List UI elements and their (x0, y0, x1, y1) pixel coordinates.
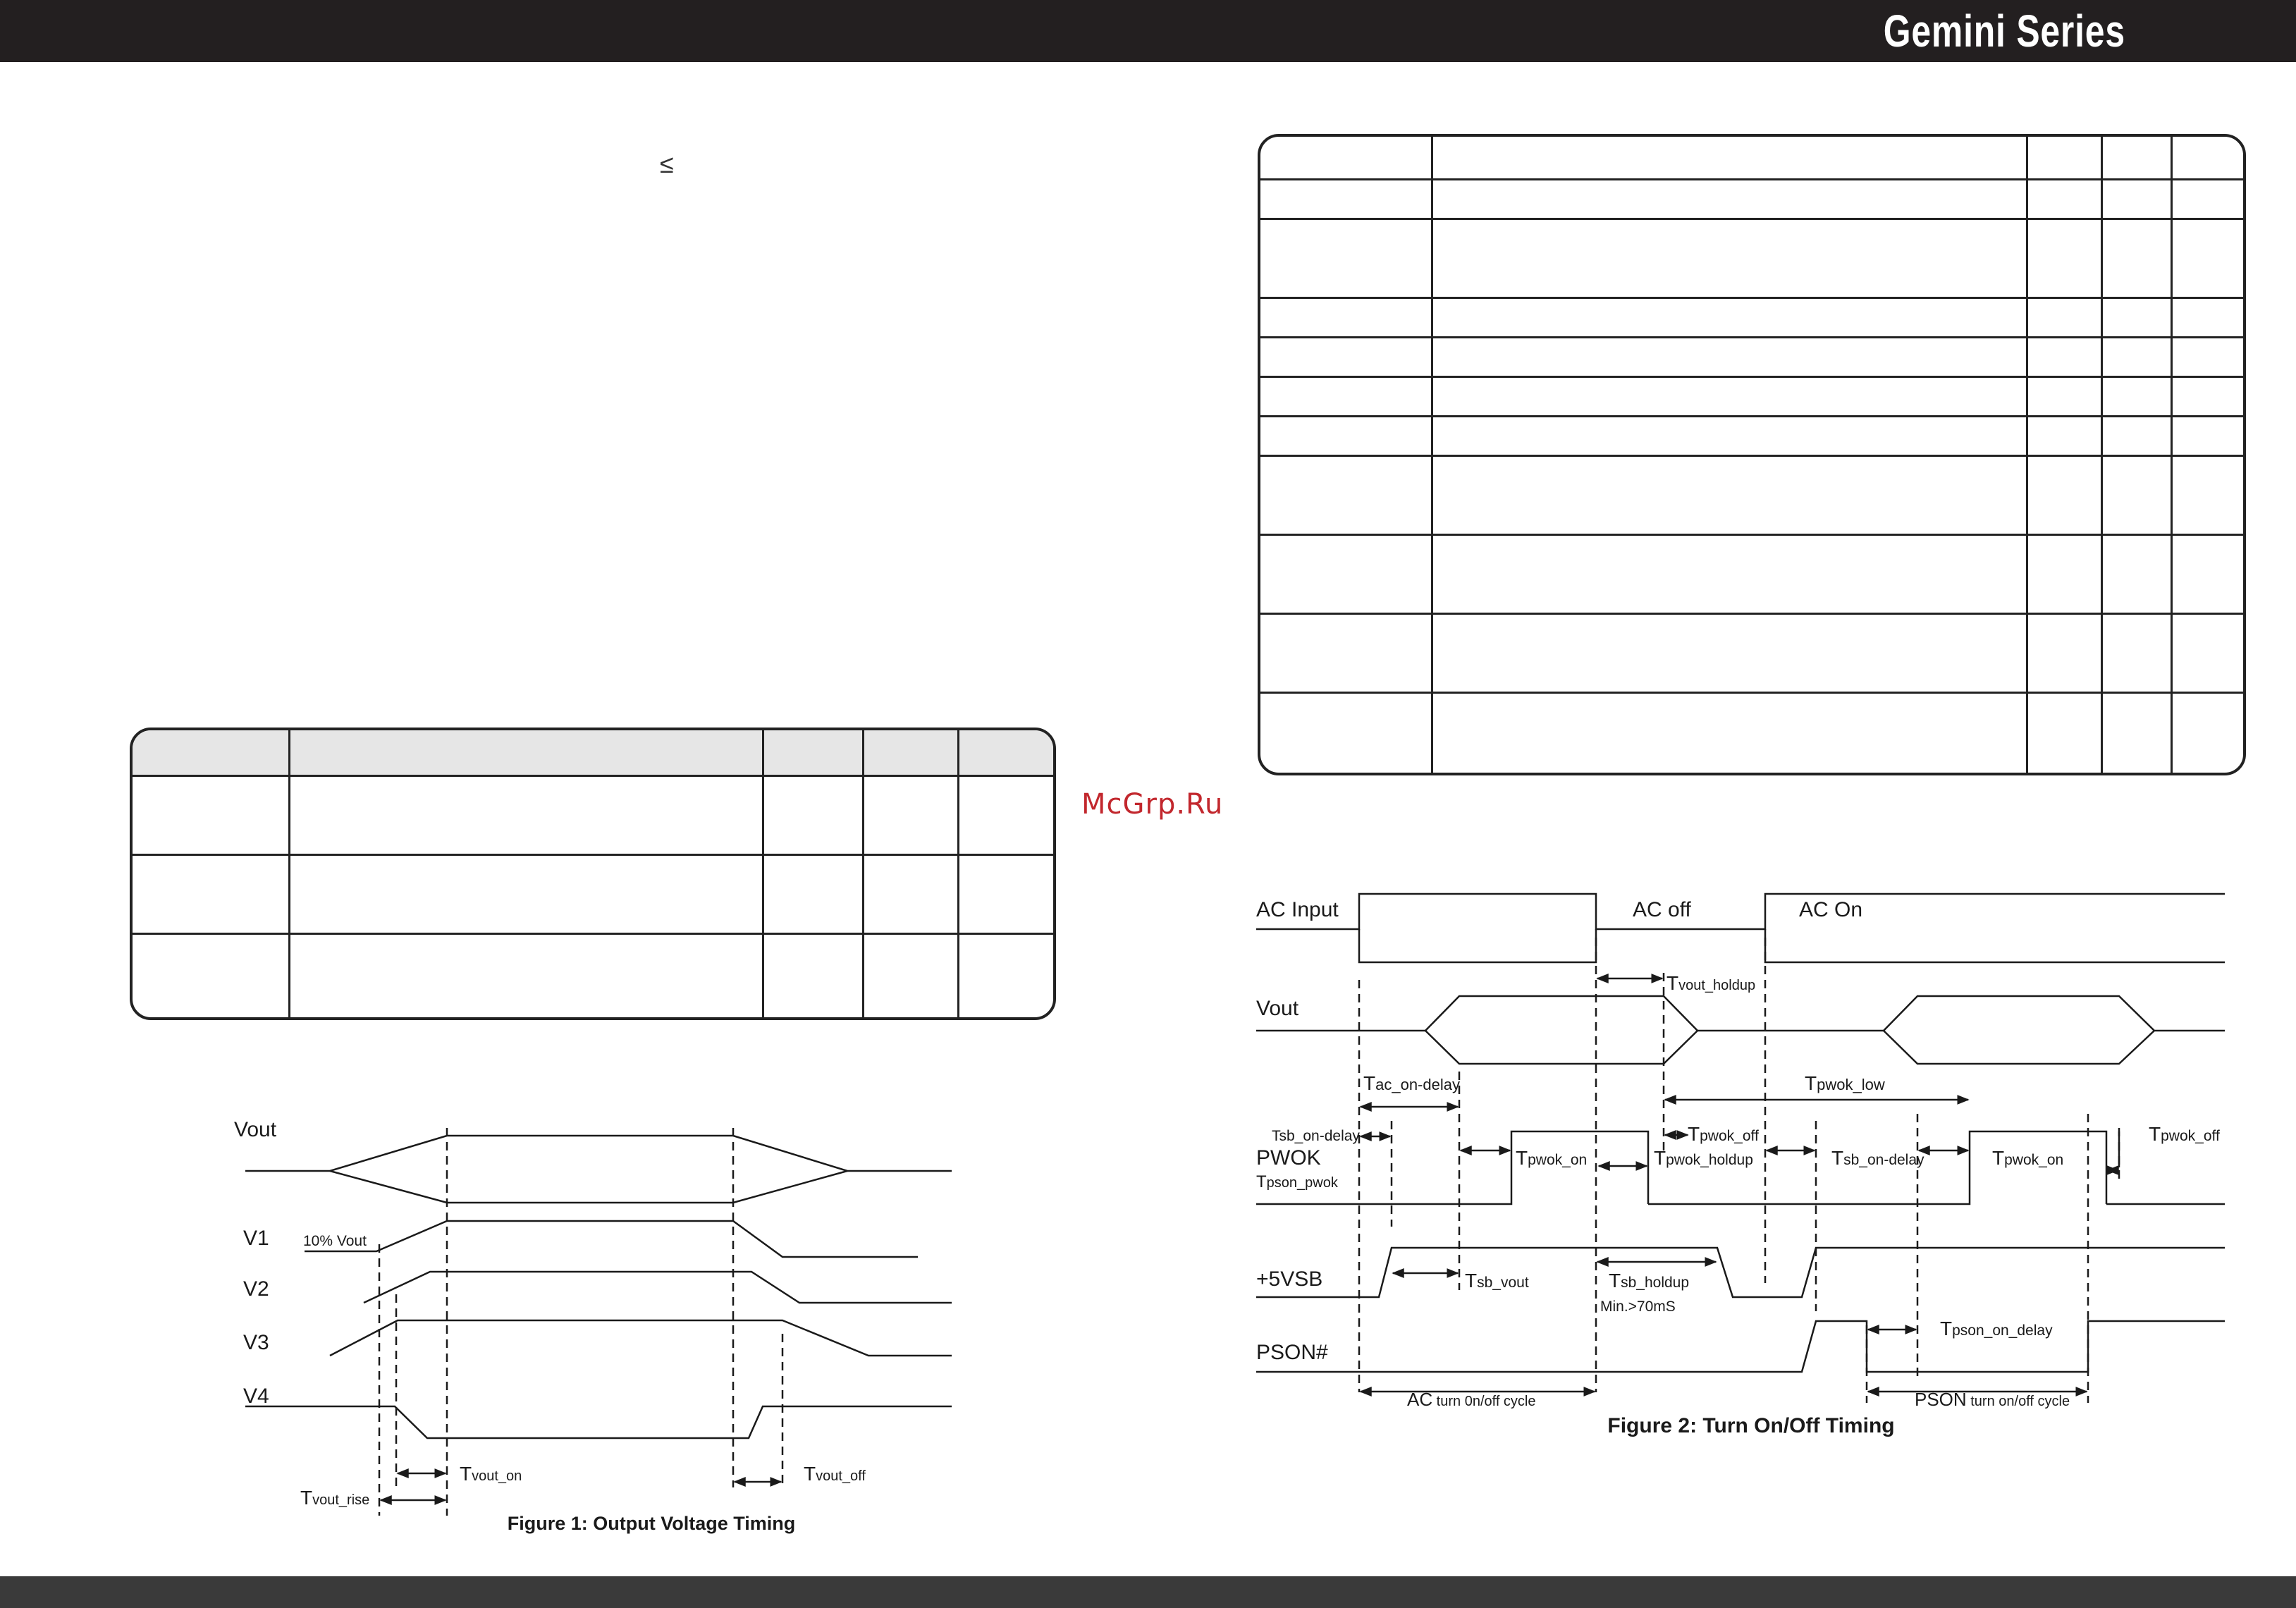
fig2-label-tac-on-delay: Tac_on-delay (1363, 1072, 1460, 1094)
fig2-label-pson-cycle: PSON turn on/off cycle (1915, 1389, 2070, 1410)
fig1-label-v2: V2 (243, 1277, 269, 1301)
header-bar: Gemini Series (0, 0, 2296, 62)
fig1-v4 (245, 1405, 952, 1440)
fig1-label-v3: V3 (243, 1331, 269, 1354)
fig1-guides (378, 1128, 784, 1516)
less-equal-symbol: ≤ (660, 149, 674, 178)
fig2-label-tpwok-on: Tpwok_on (1516, 1147, 1587, 1169)
fig1-label-10pct: 10% Vout (303, 1233, 367, 1249)
fig2-label-tsb-holdup: Tsb_holdup (1609, 1270, 1689, 1291)
table-row (133, 853, 1053, 935)
fig2-label-pwok: PWOK (1256, 1146, 1321, 1170)
fig2-ac-input-lower (1358, 929, 1597, 964)
fig2-label-pson: PSON# (1256, 1341, 1328, 1364)
fig1-label-v1: V1 (243, 1227, 269, 1250)
fig1-label-vout: Vout (234, 1118, 277, 1141)
fig2-label-tpson-on-delay: Tpson_on_delay (1940, 1318, 2053, 1339)
fig2-5vsb (1256, 1246, 2225, 1299)
fig1-v2 (363, 1270, 952, 1304)
table-row (1260, 691, 2243, 773)
table-row (133, 774, 1053, 856)
fig2-vout-upper (1256, 995, 2225, 1032)
fig2-vout-lower (1425, 1030, 1698, 1065)
fig2-label-ac-cycle: AC turn 0n/off cycle (1407, 1389, 1536, 1410)
fig2-label-tpwok-low: Tpwok_low (1805, 1072, 1885, 1094)
fig1-arrows (379, 1468, 782, 1505)
fig1-v1 (305, 1220, 918, 1258)
fig2-label-5vsb: +5VSB (1256, 1268, 1322, 1291)
fig2-vout-lower-2 (1883, 1030, 2155, 1065)
fig2-label-tpwok-holdup: Tpwok_holdup (1654, 1147, 1753, 1169)
table-row (1260, 336, 2243, 378)
table-header-row (133, 730, 1053, 777)
fig2-caption: Figure 2: Turn On/Off Timing (1607, 1414, 1894, 1437)
fig2-label-min-70ms: Min.>70mS (1600, 1299, 1676, 1315)
brand-title: Gemini Series (1883, 6, 2125, 56)
fig2-label-tsb-on-delay: Tsb_on-delay (1831, 1147, 1924, 1169)
fig2-ac-input-lower-2 (1764, 929, 2225, 964)
fig2-pson (1256, 1320, 2225, 1373)
timing-table-left (130, 728, 1056, 1020)
table-row (1260, 296, 2243, 338)
table-row (1260, 415, 2243, 457)
table-row (1260, 533, 2243, 615)
fig2-label-tpwok-off-2: Tpwok_off (2149, 1123, 2220, 1145)
fig2-label-tpwok-off: Tpwok_off (1688, 1123, 1759, 1145)
table-header-row (1260, 137, 2243, 180)
table-row (1260, 375, 2243, 417)
table-row (1260, 217, 2243, 299)
footer-bar (0, 1576, 2296, 1608)
fig2-label-ac-on: AC On (1799, 898, 1862, 921)
table-row (1260, 178, 2243, 220)
fig1-label-tvout-on: Tvout_on (460, 1463, 522, 1485)
table-row (1260, 612, 2243, 694)
fig2-pwok-2 (1648, 1130, 2108, 1205)
fig2-label-tvout-holdup: Tvout_holdup (1666, 972, 1755, 994)
fig1-v3 (329, 1319, 952, 1357)
fig1-label-tvout-off: Tvout_off (804, 1463, 866, 1485)
fig2-arrows (1359, 974, 2120, 1397)
fig2-guides (1358, 938, 2120, 1403)
fig2-label-tsb-vout: Tsb_vout (1465, 1270, 1529, 1291)
fig2-pwok-1 (1256, 1130, 1650, 1205)
fig1-caption: Figure 1: Output Voltage Timing (508, 1513, 796, 1534)
table-row (1260, 454, 2243, 536)
timing-table-right (1258, 134, 2246, 775)
watermark: McGrp.Ru (1081, 788, 1224, 821)
fig1-waveforms (245, 1134, 952, 1440)
fig2-label-tsb-on-delay-left: Tsb_on-delay (1272, 1128, 1360, 1144)
fig2-label-vout: Vout (1256, 997, 1299, 1020)
fig1-label-v4: V4 (243, 1385, 269, 1408)
fig1-label-tvout-rise: Tvout_rise (300, 1487, 369, 1509)
fig1-vout-upper (245, 1134, 952, 1172)
fig2-label-ac-off: AC off (1633, 898, 1691, 921)
fig2-label-ac-input: AC Input (1256, 898, 1339, 921)
fig2-label-tpson-pwok: Tpson_pwok (1256, 1172, 1339, 1191)
fig2-label-tpwok-on-2: Tpwok_on (1992, 1147, 2063, 1169)
fig1-vout-lower (329, 1170, 848, 1204)
fig2-ac-input-upper (1256, 892, 2225, 931)
table-row (133, 932, 1053, 1017)
